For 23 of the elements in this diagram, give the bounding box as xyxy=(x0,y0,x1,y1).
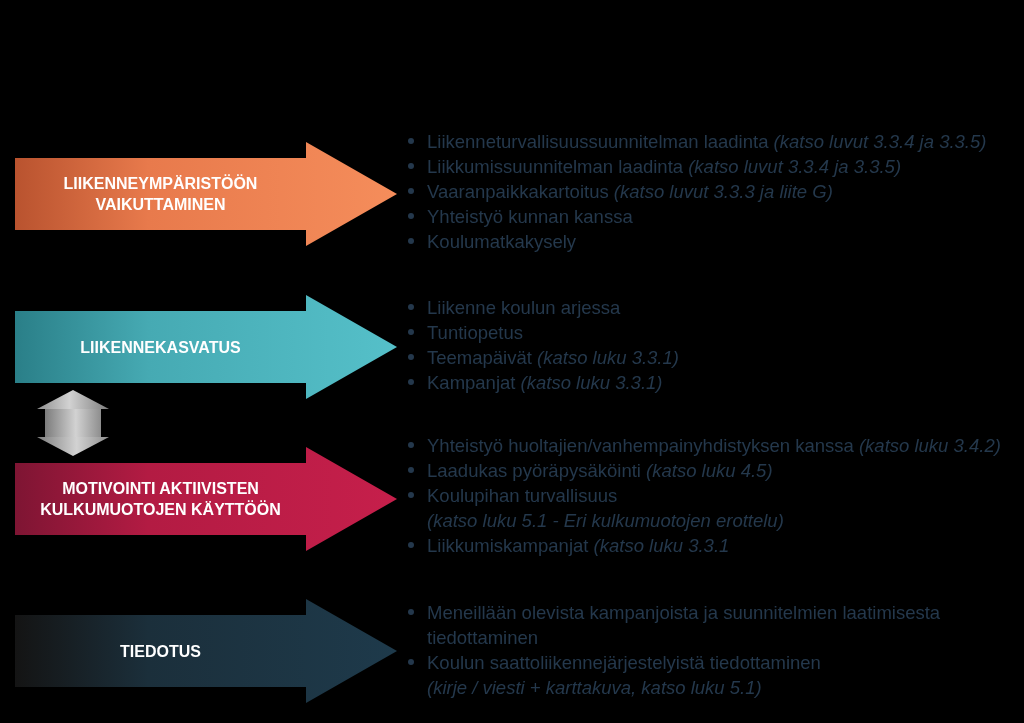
list-item-text: Vaaranpaikkakartoitus (katso luvut 3.3.3 ja liite G) xyxy=(427,179,833,204)
list-item-text: Tuntiopetus xyxy=(427,320,523,345)
list-item-text: Liikkumissuunnitelman laadinta (katso luvut 3.3.4 ja 3.3.5) xyxy=(427,154,902,179)
list-item-text: Laadukas pyöräpysäköinti (katso luku 4.5) xyxy=(427,458,773,483)
arrow-banner xyxy=(15,599,397,703)
arrow-label: TIEDOTUS xyxy=(120,641,201,662)
list-item-text: Koulumatkakysely xyxy=(427,229,577,254)
arrow-banner xyxy=(15,447,397,551)
arrow-label: LIIKENNEYMPÄRISTÖÖN VAIKUTTAMINEN xyxy=(62,173,259,215)
list-item-text: Koulupihan turvallisuus (katso luku 5.1 - Eri kulkumuotojen erottelu) xyxy=(427,483,784,533)
list-item-text: Yhteistyö huoltajien/vanhempainyhdistyksen kanssa (katso luku 3.4.2) xyxy=(427,433,1001,458)
list-item-text: Yhteistyö kunnan kanssa xyxy=(427,204,633,229)
list-item-text: Koulun saattoliikennejärjestelyistä tiedottaminen (kirje / viesti + karttakuva, katso luku 5.1) xyxy=(427,650,821,700)
arrow-banner xyxy=(15,295,397,399)
list-item-text: Meneillään olevista kampanjoista ja suunnitelmien laatimisesta tiedottaminen xyxy=(427,600,942,650)
arrow-label: LIIKENNEKASVATUS xyxy=(80,337,241,358)
list-item-text: Liikenne koulun arjessa xyxy=(427,295,621,320)
list-item-text: Liikkumiskampanjat (katso luku 3.3.1 xyxy=(427,533,730,558)
list-item-text: Teemapäivät (katso luku 3.3.1) xyxy=(427,345,679,370)
arrow-banner xyxy=(15,142,397,246)
arrow-label: MOTIVOINTI AKTIIVISTEN KULKUMUOTOJEN KÄYTTÖÖN xyxy=(39,479,282,520)
list-item-text: Liikenneturvallisuussuunnitelman laadinta (katso luvut 3.3.4 ja 3.3.5) xyxy=(427,129,987,154)
list-item-text: Kampanjat (katso luku 3.3.1) xyxy=(427,370,663,395)
